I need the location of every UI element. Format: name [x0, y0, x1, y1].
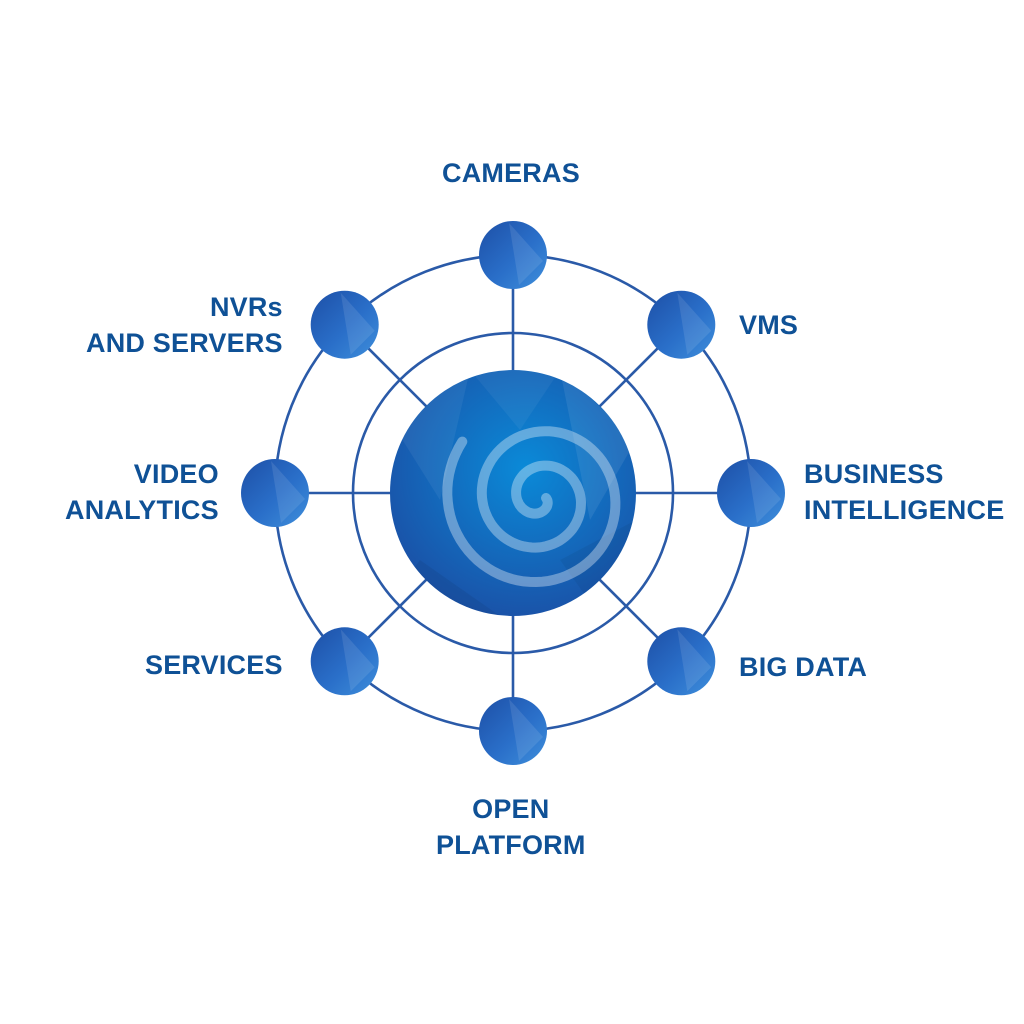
label-line: INTELLIGENCE — [804, 495, 1005, 525]
spiral-icon — [442, 426, 621, 588]
node-business-intelligence — [717, 459, 785, 527]
label-line: OPEN — [472, 794, 550, 824]
label-video-analytics: VIDEO ANALYTICS — [65, 456, 219, 528]
label-line: VIDEO — [133, 459, 219, 489]
central-hub — [390, 370, 636, 616]
label-services: SERVICES — [145, 647, 283, 683]
label-cameras: CAMERAS — [442, 155, 580, 191]
node-big-data — [647, 627, 716, 696]
hub-facets — [390, 370, 636, 616]
label-big-data: BIG DATA — [739, 649, 867, 685]
label-line: PLATFORM — [436, 830, 586, 860]
label-line: SERVICES — [145, 650, 283, 680]
label-vms: VMS — [739, 307, 798, 343]
label-line: NVRs — [209, 292, 283, 322]
node-circles — [241, 221, 785, 765]
label-line: CAMERAS — [442, 158, 580, 188]
node-nvrs-and-servers — [310, 290, 379, 359]
label-business-intelligence: BUSINESS INTELLIGENCE — [804, 456, 1004, 528]
node-vms — [647, 290, 716, 359]
label-line: BUSINESS — [804, 459, 944, 489]
label-line: AND SERVERS — [86, 328, 283, 358]
label-open-platform: OPEN PLATFORM — [436, 791, 586, 863]
label-line: ANALYTICS — [65, 495, 219, 525]
node-open-platform — [479, 697, 547, 765]
label-line: BIG DATA — [739, 652, 868, 682]
label-line: VMS — [739, 310, 799, 340]
inner-ring — [351, 331, 675, 655]
node-video-analytics — [241, 459, 309, 527]
node-services — [310, 627, 379, 696]
node-cameras — [479, 221, 547, 289]
